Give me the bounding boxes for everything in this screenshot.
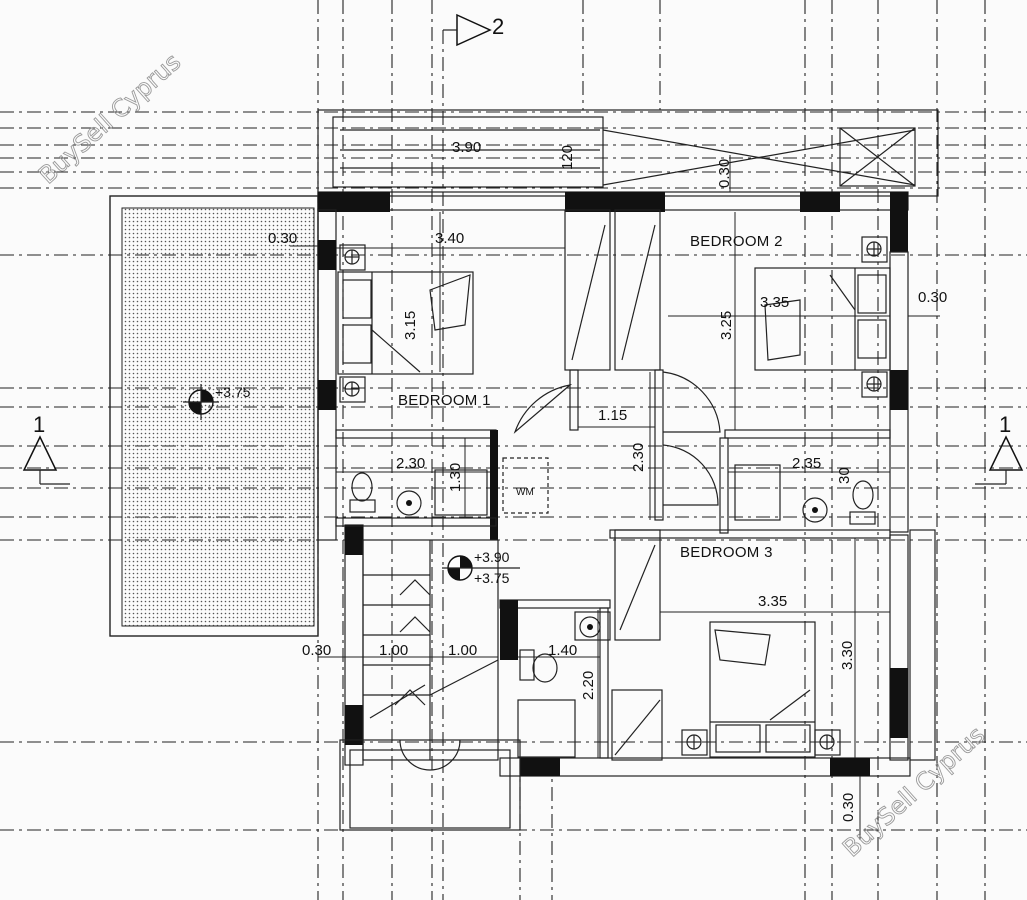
dim-text: 3.90 <box>452 139 481 156</box>
toilet-icon <box>849 480 876 525</box>
washing-machine-icon: WM <box>502 457 549 514</box>
bedside-tables <box>339 236 888 756</box>
dim-text: 1.30 <box>447 463 464 492</box>
dim-text: 3.35 <box>758 593 787 610</box>
dimension-lines <box>290 155 940 840</box>
top-balcony <box>317 109 939 197</box>
doors <box>513 371 721 506</box>
outer-walls <box>317 191 936 831</box>
watermark-text: BuySell Cyprus <box>33 48 186 190</box>
room-label-bedroom-2: BEDROOM 2 <box>690 233 783 250</box>
dim-text: 2.30 <box>630 443 647 472</box>
section-label-top: 2 <box>492 14 504 39</box>
section-label-left: 1 <box>33 412 45 437</box>
dim-text: 120 <box>559 145 576 170</box>
shower-tray-icon <box>517 699 576 758</box>
interior-walls <box>335 209 891 761</box>
section-arrow-icon <box>22 435 70 485</box>
bed-icon <box>337 271 474 375</box>
dim-text: 0.30 <box>716 159 733 188</box>
dim-text: 3.35 <box>760 294 789 311</box>
toilet-icon <box>349 472 376 513</box>
dim-text: 0.30 <box>268 230 297 247</box>
dim-text: 1.00 <box>379 642 408 659</box>
level-marker-icon <box>442 555 520 581</box>
dim-text: 2.35 <box>792 455 821 472</box>
dim-text: 2.30 <box>396 455 425 472</box>
dim-text: 0.30 <box>918 289 947 306</box>
dim-text: 1.40 <box>548 642 577 659</box>
shower-tray-icon <box>734 464 781 521</box>
dim-text: 3.25 <box>718 311 735 340</box>
dim-text: 30 <box>836 467 853 484</box>
room-label-bedroom-3: BEDROOM 3 <box>680 544 773 561</box>
terrace <box>109 195 319 637</box>
dim-text: 0.30 <box>302 642 331 659</box>
dim-text: 2.20 <box>580 671 597 700</box>
basin-icon <box>574 611 611 641</box>
dim-text: 0.30 <box>840 793 857 822</box>
section-arrow-icon <box>975 435 1024 485</box>
wm-label: WM <box>516 487 534 498</box>
dim-text: 3.15 <box>402 311 419 340</box>
level-marker-icon <box>183 384 219 420</box>
basin-icon <box>802 497 828 523</box>
level-text-landing-top: +3.90 <box>474 549 510 565</box>
section-arrow-icon <box>443 13 492 47</box>
dim-text: 1.00 <box>448 642 477 659</box>
bed-icon <box>709 621 816 758</box>
basin-icon <box>396 490 422 516</box>
room-label-bedroom-1: BEDROOM 1 <box>398 392 491 409</box>
dim-text: 3.40 <box>435 230 464 247</box>
shower-tray-icon <box>434 469 488 516</box>
section-label-right: 1 <box>999 412 1011 437</box>
level-text-terrace: +3.75 <box>215 384 251 400</box>
dim-text: 3.30 <box>839 641 856 670</box>
toilet-icon <box>519 649 558 683</box>
staircase <box>362 539 499 771</box>
level-text-landing-bottom: +3.75 <box>474 570 510 586</box>
dim-text: 1.15 <box>598 407 627 424</box>
bed-icon <box>754 267 891 371</box>
